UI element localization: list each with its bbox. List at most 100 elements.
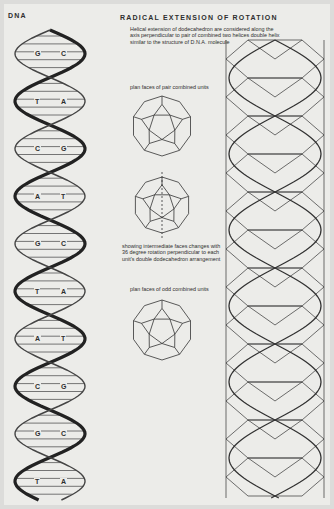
base-pair-rung (27, 494, 73, 495)
base-pair-rung (15, 241, 84, 242)
base-pair-rung (23, 328, 77, 329)
base-letter: A (34, 193, 41, 200)
base-pair-rung (15, 146, 84, 147)
dodecahedron-edge (133, 117, 141, 120)
base-letter: C (34, 145, 41, 152)
dodecahedron-edge (162, 300, 163, 308)
note: plan faces of odd combined units (130, 286, 280, 292)
base-pair-rung (15, 336, 84, 337)
base-pair-rung (17, 249, 82, 250)
column-edge (324, 40, 325, 498)
dna-strand (15, 30, 85, 500)
unit-outline (226, 477, 324, 496)
dodecahedron-edge (175, 119, 183, 130)
dodecahedron-edge (170, 319, 183, 323)
helix-curve (229, 40, 321, 498)
dodecahedron-edge (181, 196, 188, 198)
base-pair-rung (16, 478, 85, 479)
dodecahedron-edge (141, 319, 154, 323)
unit-outline (226, 382, 324, 401)
dodecahedron-edge (141, 119, 149, 130)
dodecahedron-edge (133, 321, 141, 324)
unit-outline (226, 173, 324, 192)
base-pair-rung (17, 296, 83, 297)
dodecahedron-edge (143, 195, 155, 199)
unit-edge (275, 154, 302, 173)
note: showing intermediate faces changes with … (122, 243, 222, 262)
base-pair-rung (17, 438, 83, 439)
unit-outline (226, 116, 324, 135)
base-pair-rung (17, 391, 83, 392)
figure-label: DNA (8, 12, 27, 20)
dodecahedron-edge (174, 130, 175, 143)
dodecahedron-edge (162, 104, 170, 115)
dodecahedron-edge (149, 344, 162, 348)
dodecahedron-edge (162, 140, 175, 144)
base-pair-rung (18, 154, 83, 155)
dodecahedron-edge (174, 199, 181, 209)
dodecahedron-edge (173, 209, 174, 221)
base-letter: T (34, 98, 40, 105)
helix-curve (229, 40, 321, 498)
base-pair-rung (28, 162, 71, 163)
dodecahedron-edge (149, 130, 150, 143)
dodecahedron-edge (170, 115, 183, 119)
dodecahedron-edge (150, 218, 162, 222)
unit-outline (226, 192, 324, 211)
dodecahedron-edge (162, 218, 174, 222)
unit-outline (226, 287, 324, 306)
base-pair-rung (29, 67, 72, 68)
unit-outline (226, 458, 324, 477)
unit-edge (248, 154, 275, 173)
base-letter: T (60, 335, 66, 342)
base-pair-rung (16, 431, 85, 432)
base-pair-rung (17, 486, 83, 487)
dodecahedron-edge (175, 323, 183, 334)
base-letter: G (34, 430, 41, 437)
base-pair-rung (28, 352, 73, 353)
base-letter: T (34, 288, 40, 295)
unit-outline (226, 401, 324, 420)
unit-outline (226, 268, 324, 287)
dna-strand (15, 30, 85, 500)
dodecahedron-edge (149, 140, 162, 144)
base-pair-rung (22, 138, 77, 139)
base-letter: G (34, 50, 41, 57)
base-pair-rung (15, 51, 84, 52)
base-pair-rung (23, 375, 77, 376)
base-pair-rung (23, 470, 76, 471)
unit-edge (275, 306, 302, 325)
axis-line (162, 172, 163, 238)
base-pair-rung (17, 344, 83, 345)
unit-edge (248, 458, 275, 477)
dodecahedron-edge (154, 104, 162, 115)
dodecahedron-edge (174, 221, 179, 227)
dodecahedron-face (149, 319, 175, 343)
dodecahedron-outline (134, 96, 191, 156)
dodecahedron-edge (141, 323, 149, 334)
dodecahedron-edge (169, 195, 181, 199)
base-pair-rung (28, 257, 72, 258)
unit-outline (226, 135, 324, 154)
unit-edge (275, 458, 302, 477)
dodecahedron-edge (162, 344, 175, 348)
dodecahedron-edge (175, 143, 180, 150)
base-letter: A (60, 98, 67, 105)
base-pair-rung (22, 91, 77, 92)
base-letter: T (60, 193, 66, 200)
dodecahedron-edge (162, 308, 170, 319)
base-letter: C (60, 430, 67, 437)
unit-edge (248, 230, 275, 249)
base-pair-rung (15, 288, 84, 289)
unit-outline (226, 363, 324, 382)
base-pair-rung (23, 186, 78, 187)
base-pair-rung (23, 280, 77, 281)
base-letter: A (60, 478, 67, 485)
base-letter: G (60, 145, 67, 152)
base-pair-rung (23, 233, 78, 234)
base-pair-rung (15, 99, 84, 100)
base-letter: G (60, 383, 67, 390)
unit-edge (248, 306, 275, 325)
unit-outline (226, 154, 324, 173)
base-pair-rung (17, 201, 82, 202)
